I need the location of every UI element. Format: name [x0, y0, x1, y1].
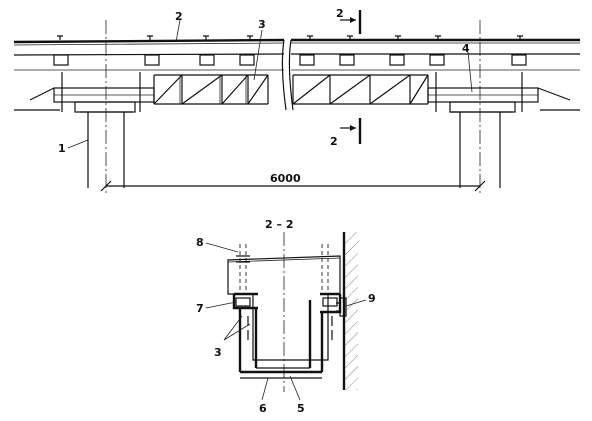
cut-label-bottom: 2 [330, 135, 338, 148]
label-slab: 2 [175, 10, 183, 23]
leader-4 [467, 51, 473, 93]
dimension-value: 6000 [270, 172, 301, 185]
support-pads [53, 54, 527, 66]
truss-right [292, 74, 429, 105]
leader-8 [205, 242, 239, 253]
label-truss: 3 [258, 18, 266, 31]
wall [342, 232, 358, 390]
leader-9 [345, 299, 367, 307]
break-lines [281, 39, 294, 111]
elevation-view: 6000 2 2 2 3 4 1 [13, 7, 580, 196]
truss-left [153, 74, 269, 105]
section-cut-marks [340, 10, 362, 144]
beam-left [29, 72, 155, 113]
label-bolt: 8 [196, 236, 204, 249]
label-wall-anchor: 9 [368, 292, 376, 305]
label-beam: 4 [462, 42, 470, 55]
section-title: 2 – 2 [265, 218, 293, 231]
leader-3-section [223, 315, 251, 341]
leader-1 [67, 139, 89, 149]
leader-5 [289, 375, 301, 401]
bolt-section [236, 244, 329, 290]
slab-right [291, 38, 580, 111]
channel-section [240, 362, 322, 379]
leader-3 [253, 29, 263, 81]
leader-2 [175, 19, 181, 43]
cut-label-top: 2 [336, 7, 344, 20]
leader-6 [261, 377, 269, 401]
dimension-line [100, 180, 486, 192]
leader-7 [205, 301, 237, 309]
wall-anchor [336, 297, 347, 317]
label-channel: 6 [259, 402, 267, 415]
beam-right [427, 72, 571, 113]
label-bottom-plate: 5 [297, 402, 305, 415]
slab-bolts [57, 35, 523, 40]
column-right [450, 111, 512, 188]
label-angle: 7 [196, 302, 204, 315]
section-view: 2 – 2 8 [196, 218, 376, 415]
label-column: 1 [58, 142, 66, 155]
label-truss-section: 3 [214, 346, 222, 359]
